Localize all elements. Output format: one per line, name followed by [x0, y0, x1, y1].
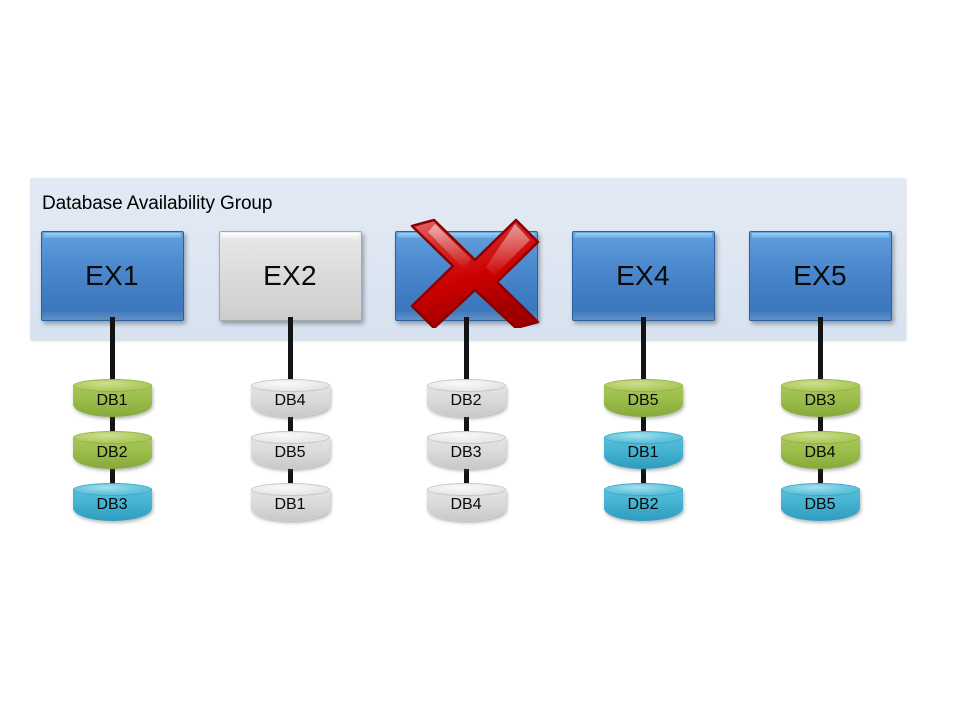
db-link-ex5-1 [817, 415, 823, 439]
db-cylinder-ex4-db2[interactable]: DB2 [603, 483, 683, 521]
db-label: DB5 [274, 443, 306, 461]
server-face-ex5 [748, 231, 892, 321]
connector-ex2 [287, 317, 293, 387]
server-label-ex5: EX5 [793, 260, 847, 291]
db-top [603, 379, 683, 392]
db-cylinder-ex2-db4[interactable]: DB4 [250, 379, 330, 417]
db-top [426, 379, 506, 392]
database-availability-group-title: Database Availability Group [42, 193, 273, 214]
db-top [780, 379, 860, 392]
connector-ex4 [640, 317, 646, 387]
server-label-ex3 [395, 231, 538, 321]
db-cylinder-ex3-db2[interactable]: DB2 [426, 379, 506, 417]
server-label-ex2: EX2 [263, 260, 317, 291]
db-cylinder-ex3-db3[interactable]: DB3 [426, 431, 506, 469]
server-face-ex1 [40, 231, 184, 321]
db-label: DB2 [96, 443, 128, 461]
db-top [426, 431, 506, 444]
db-top [250, 379, 330, 392]
server-label-ex4: EX4 [616, 260, 670, 291]
db-top [250, 431, 330, 444]
db-top [72, 431, 152, 444]
db-top [72, 379, 152, 392]
db-cylinder-ex1-db1[interactable]: DB1 [72, 379, 152, 417]
db-label: DB3 [804, 391, 836, 409]
db-label: DB2 [627, 495, 659, 513]
db-label: DB1 [274, 495, 306, 513]
server-box-ex5[interactable]: EX5 [748, 231, 892, 321]
connector-ex5 [817, 317, 823, 387]
db-cylinder-ex1-db2[interactable]: DB2 [72, 431, 152, 469]
db-link-ex2-1 [287, 415, 293, 439]
db-label: DB1 [96, 391, 128, 409]
db-top [780, 483, 860, 496]
db-label: DB2 [450, 391, 482, 409]
db-top [72, 483, 152, 496]
db-cylinder-ex2-db5[interactable]: DB5 [250, 431, 330, 469]
server-box-ex1[interactable]: EX1 [40, 231, 184, 321]
db-link-ex3-1 [463, 415, 469, 439]
server-face-ex4 [571, 231, 715, 321]
db-top [426, 483, 506, 496]
db-link-ex3-2 [463, 467, 469, 491]
db-cylinder-ex4-db5[interactable]: DB5 [603, 379, 683, 417]
db-link-ex1-2 [109, 467, 115, 491]
db-top [603, 431, 683, 444]
db-top [250, 483, 330, 496]
db-link-ex5-2 [817, 467, 823, 491]
db-label: DB5 [804, 495, 836, 513]
server-box-ex2[interactable]: EX2 [218, 231, 362, 321]
db-top [780, 431, 860, 444]
db-label: DB4 [804, 443, 836, 461]
db-cylinder-ex2-db1[interactable]: DB1 [250, 483, 330, 521]
db-link-ex4-2 [640, 467, 646, 491]
db-link-ex2-2 [287, 467, 293, 491]
db-link-ex1-1 [109, 415, 115, 439]
db-cylinder-ex5-db4[interactable]: DB4 [780, 431, 860, 469]
connector-ex1 [109, 317, 115, 387]
server-box-ex4[interactable]: EX4 [571, 231, 715, 321]
db-label: DB3 [450, 443, 482, 461]
db-cylinder-ex5-db3[interactable]: DB3 [780, 379, 860, 417]
server-box-ex3[interactable] [394, 231, 538, 321]
db-label: DB3 [96, 495, 128, 513]
db-cylinder-ex1-db3[interactable]: DB3 [72, 483, 152, 521]
server-label-ex1: EX1 [85, 260, 139, 291]
db-label: DB5 [627, 391, 659, 409]
db-cylinder-ex4-db1[interactable]: DB1 [603, 431, 683, 469]
db-label: DB1 [627, 443, 659, 461]
db-label: DB4 [450, 495, 482, 513]
db-cylinder-ex5-db5[interactable]: DB5 [780, 483, 860, 521]
db-link-ex4-1 [640, 415, 646, 439]
db-cylinder-ex3-db4[interactable]: DB4 [426, 483, 506, 521]
db-top [603, 483, 683, 496]
db-label: DB4 [274, 391, 306, 409]
connector-ex3 [463, 317, 469, 387]
